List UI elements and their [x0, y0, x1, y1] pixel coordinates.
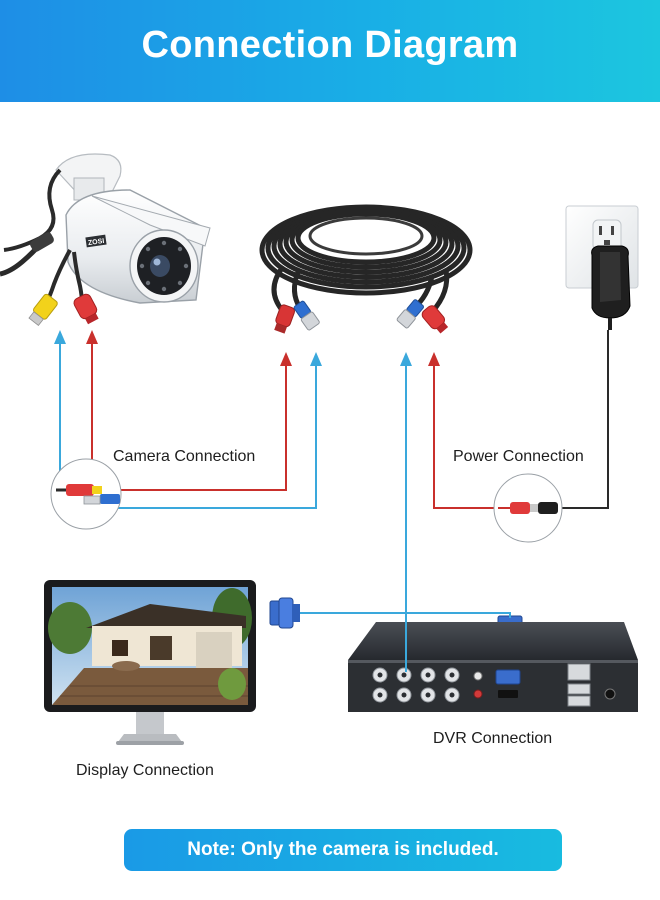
- power-connector-zoom: [493, 473, 563, 543]
- power-connection-label: Power Connection: [453, 448, 584, 465]
- adapter-cord: [560, 330, 609, 509]
- camera-power-arrow: [86, 330, 98, 344]
- camera-brand-logo: ZOSI: [88, 238, 105, 247]
- coil-power-arrow: [280, 352, 292, 366]
- camera-video-arrow: [54, 330, 66, 344]
- header-banner: Connection Diagram: [0, 0, 660, 102]
- bnc-cable-coil: [259, 204, 473, 314]
- vga-plug-left: [269, 597, 300, 629]
- display-connection-label: Display Connection: [76, 762, 214, 779]
- note-banner: Note: Only the camera is included.: [124, 829, 562, 871]
- camera-connection-label: Camera Connection: [113, 448, 256, 465]
- cable-right-connectors: [396, 299, 449, 334]
- coil-right-video-arrow: [400, 352, 412, 366]
- dvr-connection-label: DVR Connection: [433, 730, 553, 747]
- note-text: Note: Only the camera is included.: [187, 839, 499, 860]
- coil-video-arrow: [310, 352, 322, 366]
- coil-right-power-arrow: [428, 352, 440, 366]
- cable-left-connectors: [274, 300, 320, 334]
- vga-link-line: [300, 612, 511, 618]
- dvr-recorder: [348, 622, 638, 712]
- monitor-display: [44, 580, 256, 745]
- camera-video-line: [59, 340, 317, 509]
- camera-connector-zoom: [50, 458, 122, 530]
- security-camera: [0, 153, 211, 327]
- adapter-power-line: [433, 362, 500, 509]
- power-adapter: [565, 205, 639, 330]
- page-title: Connection Diagram: [141, 24, 519, 66]
- camera-power-line: [91, 340, 287, 491]
